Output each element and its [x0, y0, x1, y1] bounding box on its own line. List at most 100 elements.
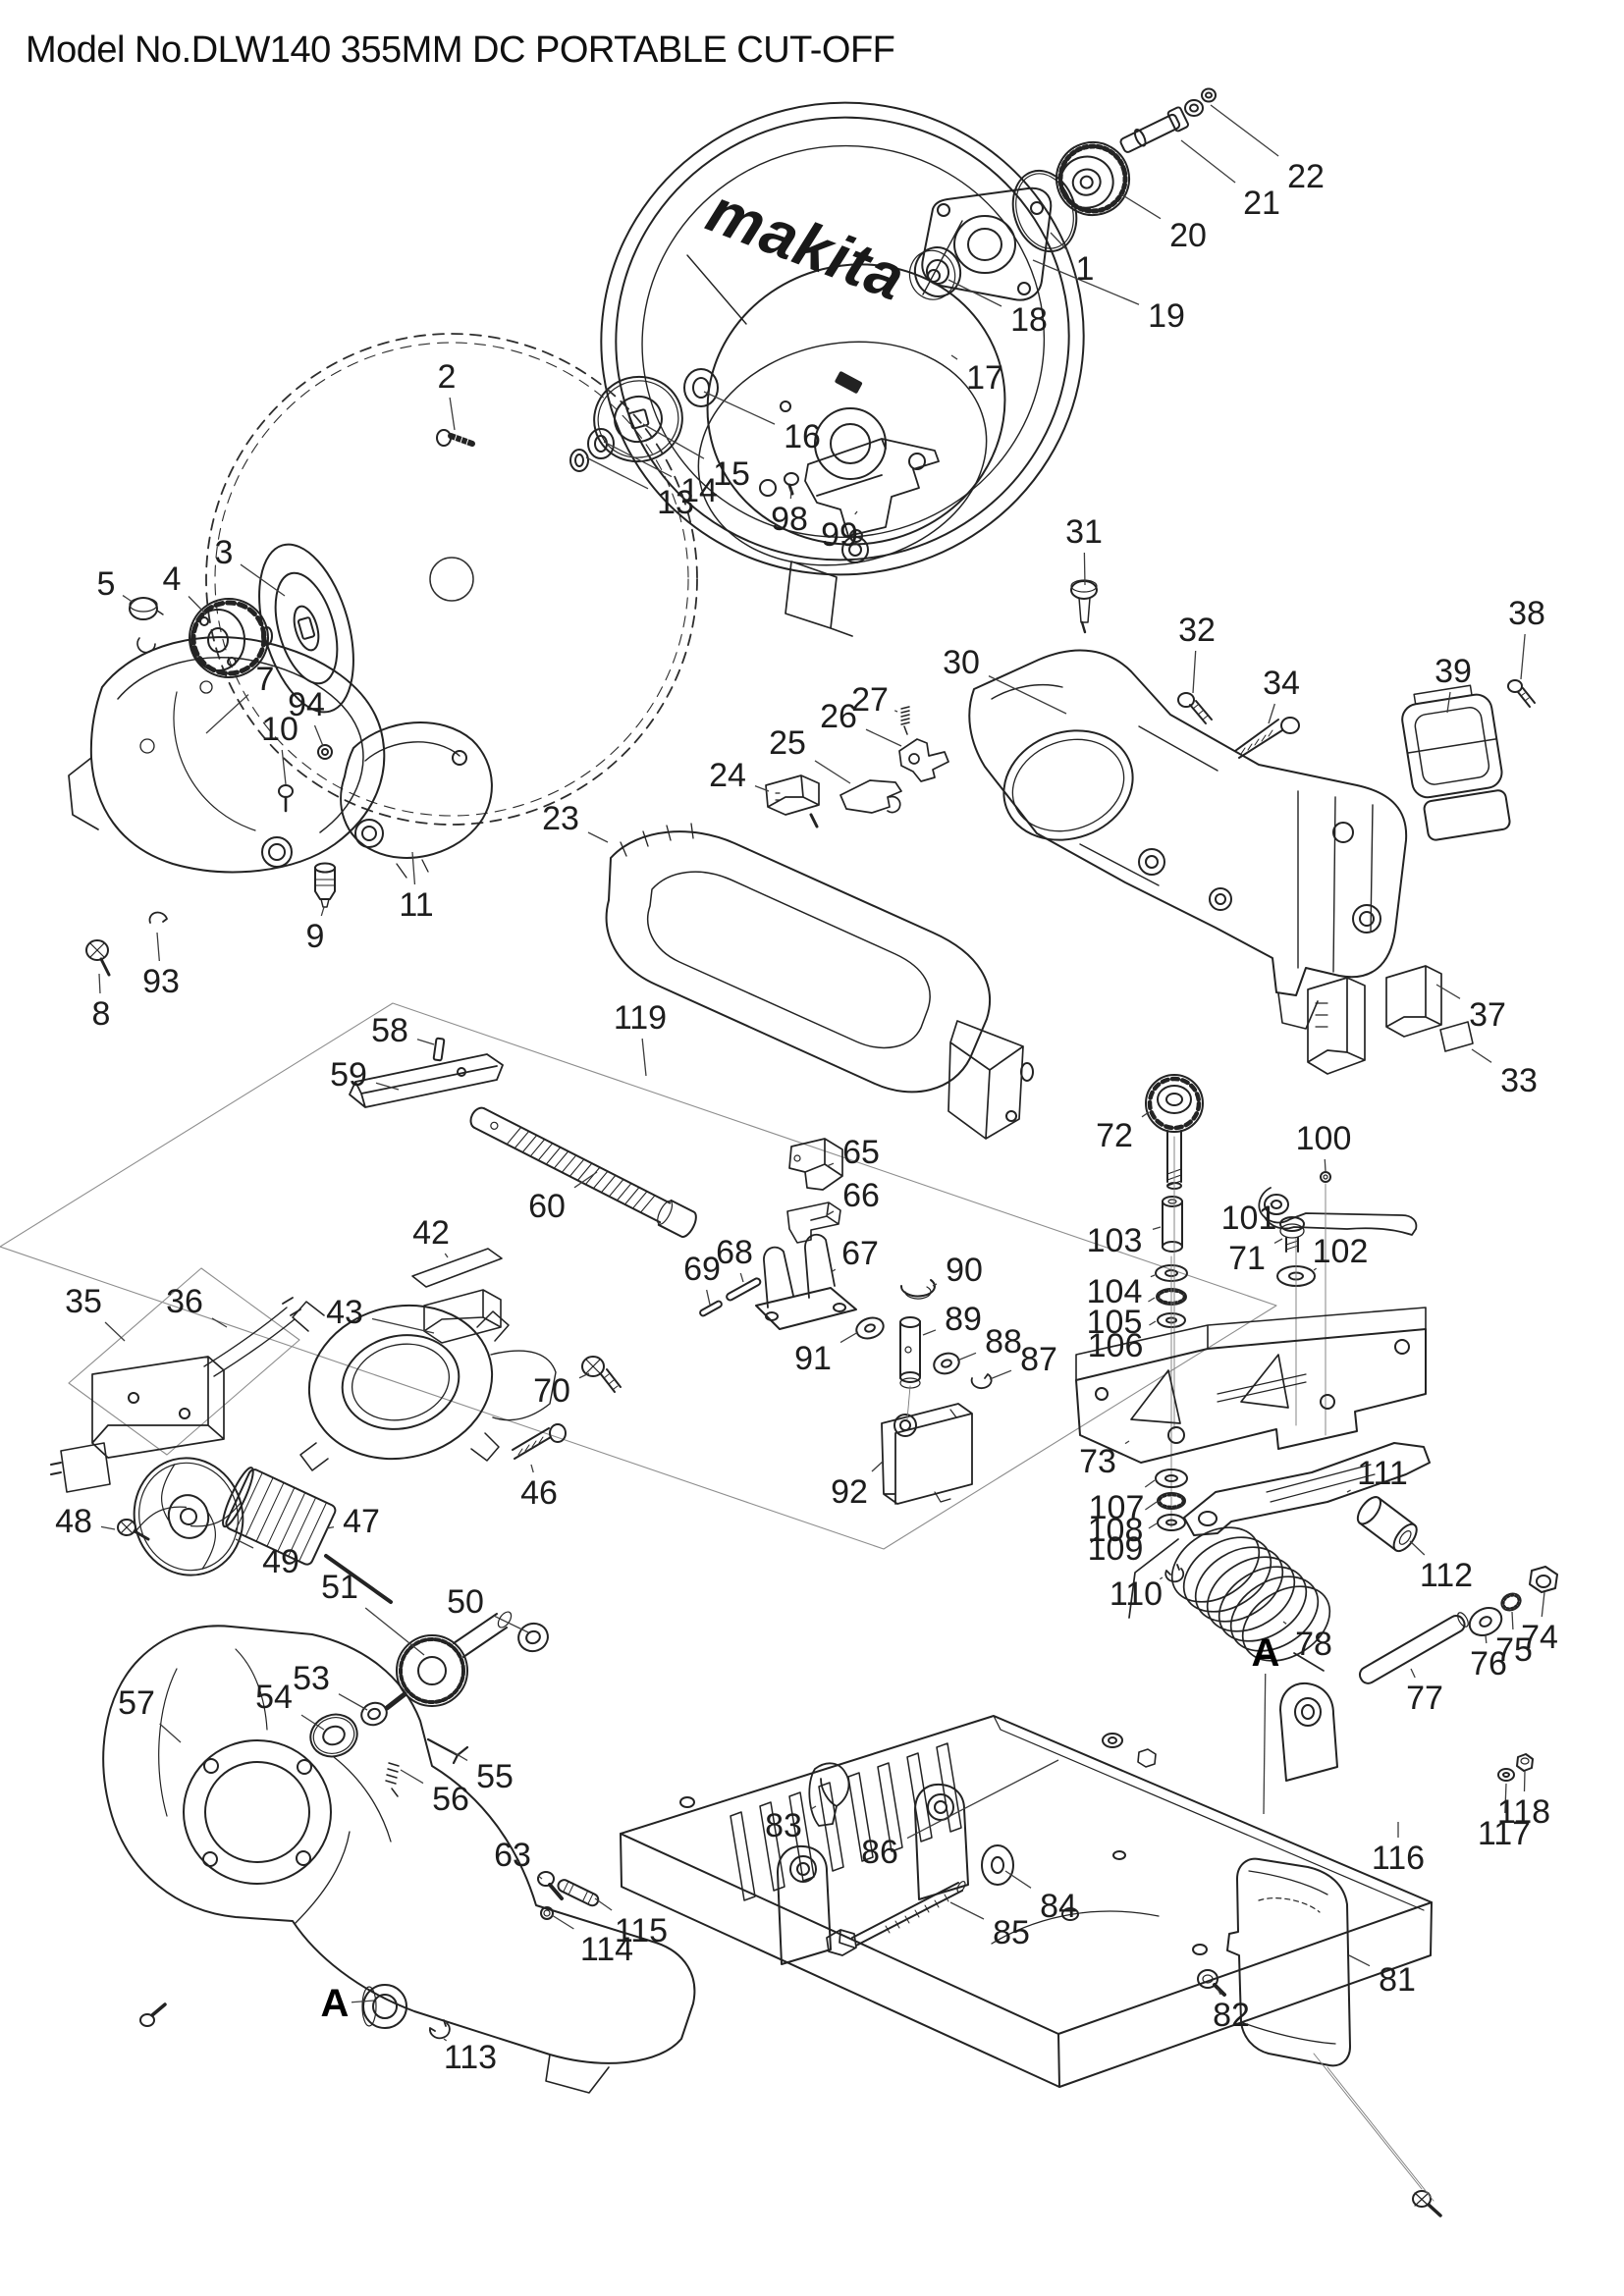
part-label-16: 16 [784, 418, 821, 455]
part-label-102: 102 [1312, 1233, 1369, 1270]
leader-line [826, 1162, 835, 1167]
leader-line [1270, 1201, 1273, 1205]
leader-line [371, 1317, 435, 1334]
screw-38 [1507, 679, 1536, 708]
part-label-103: 103 [1086, 1222, 1143, 1259]
cutoff-wheel [205, 333, 698, 826]
part-label-113: 113 [443, 2039, 498, 2076]
part-label-35: 35 [65, 1283, 102, 1320]
leader-line [1004, 1870, 1032, 1889]
part-label-117: 117 [1477, 1815, 1532, 1852]
leader-line [338, 1693, 368, 1711]
leader-line [906, 1759, 1059, 1840]
part-label-54: 54 [255, 1679, 293, 1716]
leader-line [1273, 1238, 1283, 1245]
part-label-8: 8 [91, 995, 111, 1033]
part-label-49: 49 [262, 1543, 299, 1580]
leader-line [1446, 691, 1451, 714]
leader-line [281, 749, 287, 785]
terminal-37 [1307, 965, 1442, 1075]
leader-line [1144, 1479, 1156, 1488]
part-label-42: 42 [412, 1214, 450, 1252]
leader-line [578, 1372, 590, 1379]
part-label-72: 72 [1096, 1117, 1133, 1154]
leader-line [1485, 1634, 1488, 1644]
motor-frame-30 [968, 649, 1408, 1030]
screw-70 [581, 1356, 622, 1393]
part-label-98: 98 [771, 501, 808, 538]
group-outlines [0, 1002, 1277, 1550]
leader-line [603, 441, 673, 478]
part-label-110: 110 [1109, 1575, 1164, 1613]
part-label-22: 22 [1287, 158, 1325, 195]
leader-line [1148, 1522, 1158, 1529]
leader-line [1435, 984, 1461, 999]
switch-parts [765, 706, 949, 828]
leader-line [1159, 1576, 1164, 1580]
leader-line [411, 851, 416, 885]
vise-parts [699, 1138, 993, 1505]
part-label-118: 118 [1496, 1793, 1551, 1831]
part-label-13: 13 [657, 484, 694, 521]
clip-93 [148, 911, 168, 924]
part-label-94: 94 [288, 686, 325, 723]
part-label-43: 43 [326, 1294, 363, 1331]
part-label-50: 50 [447, 1583, 484, 1621]
screw-82 [1197, 1969, 1226, 1997]
part-label-48: 48 [55, 1503, 92, 1540]
leader-line [98, 973, 101, 994]
motor-group [50, 1248, 557, 1797]
part-label-23: 23 [542, 800, 579, 837]
view-marker-A: A [320, 1982, 350, 2025]
guide-plate-99 [804, 438, 940, 537]
leader-line [551, 1914, 574, 1930]
leader-line [188, 596, 207, 615]
leader-line [375, 1082, 400, 1091]
screw-8 [85, 939, 111, 977]
leader-line [585, 456, 649, 490]
screw-32 [1177, 692, 1213, 724]
part-label-81: 81 [1379, 1961, 1416, 1999]
part-label-19: 19 [1148, 297, 1185, 335]
part-label-47: 47 [343, 1503, 380, 1540]
screw-116 [1313, 2053, 1442, 2217]
part-label-63: 63 [494, 1837, 531, 1874]
spindle-parts [908, 87, 1217, 301]
leader-line [1410, 1668, 1416, 1679]
screw-2 [436, 429, 475, 447]
part-label-105: 105 [1086, 1304, 1143, 1341]
part-label-86: 86 [861, 1834, 898, 1871]
part-label-31: 31 [1065, 513, 1103, 551]
part-label-24: 24 [709, 757, 746, 794]
part-label-91: 91 [794, 1340, 832, 1377]
leader-line [810, 1805, 817, 1810]
hinge-group [1075, 1307, 1558, 1782]
leader-line [530, 1464, 534, 1473]
leader-line [1541, 1591, 1545, 1618]
part-label-60: 60 [528, 1188, 566, 1225]
part-label-32: 32 [1178, 612, 1216, 649]
leader-line [1268, 703, 1275, 724]
part-label-75: 75 [1495, 1631, 1533, 1669]
part-label-27: 27 [851, 681, 889, 719]
part-label-116: 116 [1371, 1840, 1426, 1877]
leader-line [1263, 1673, 1267, 1815]
leader-line [922, 1329, 937, 1336]
leader-line [1192, 650, 1197, 694]
part-label-51: 51 [321, 1569, 358, 1606]
part-label-78: 78 [1295, 1626, 1332, 1663]
leader-line [865, 728, 902, 747]
leader-line [1180, 139, 1236, 184]
part-label-70: 70 [533, 1372, 570, 1410]
leader-line [537, 1875, 543, 1880]
view-marker-A: A [1251, 1631, 1280, 1675]
leader-line [351, 2000, 375, 2003]
part-label-71: 71 [1228, 1240, 1266, 1277]
part-label-21: 21 [1243, 185, 1280, 222]
leader-line [1471, 1048, 1492, 1063]
leader-line [573, 1171, 598, 1189]
gear-housing-57 [102, 1625, 696, 2094]
leader-line [950, 354, 958, 360]
